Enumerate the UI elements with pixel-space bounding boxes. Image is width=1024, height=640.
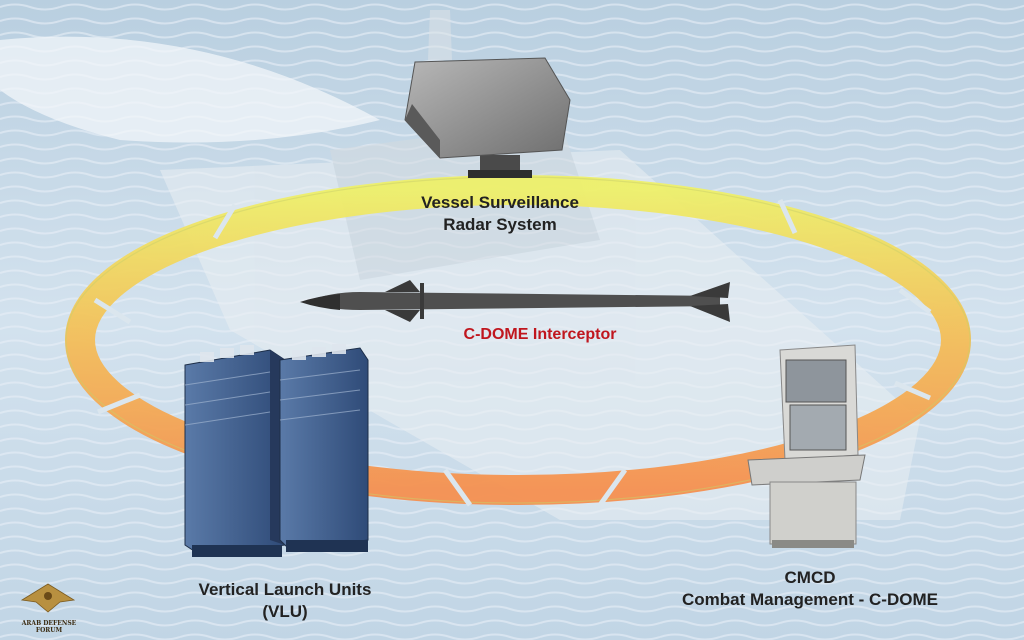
vlu-label: Vertical Launch Units (VLU) [165,579,405,623]
vlu-label-line2: (VLU) [262,602,308,621]
watermark-text: ARAB DEFENSE FORUM [21,620,77,634]
cmcd-label: CMCD Combat Management - C-DOME [660,567,960,611]
radar-label-line2: Radar System [443,215,557,234]
eagle-logo-icon [20,583,76,613]
cmcd-label-line1: CMCD [784,568,836,587]
radar-label-line1: Vessel Surveillance [421,193,579,212]
vlu-label-line1: Vertical Launch Units [198,580,372,599]
missile-icon [300,280,730,322]
interceptor-label: C-DOME Interceptor [463,326,617,343]
cmcd-label-line2: Combat Management - C-DOME [682,590,938,609]
radar-label: Vessel Surveillance Radar System [400,192,600,236]
radar-icon [404,57,571,178]
wake-foam [0,36,380,143]
launcher-icon [184,344,369,557]
console-icon [747,344,866,548]
